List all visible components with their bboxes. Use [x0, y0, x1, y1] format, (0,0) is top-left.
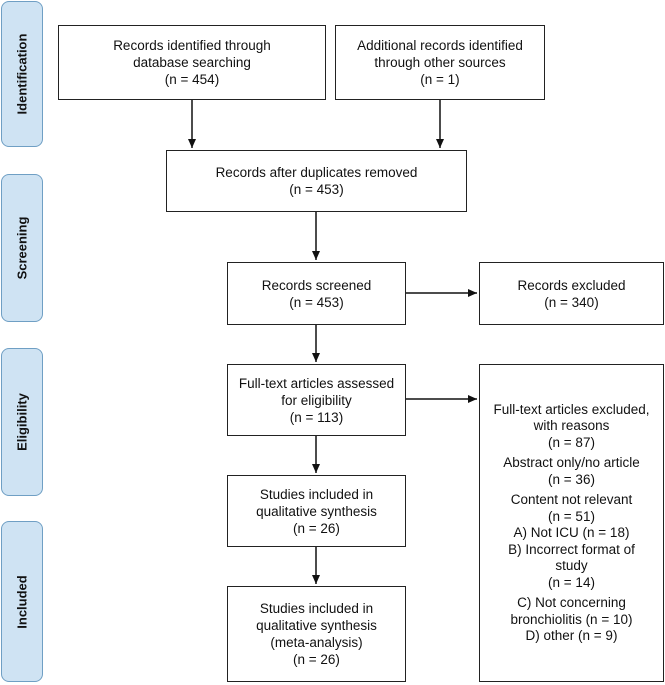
box-line: Records screened — [261, 277, 372, 293]
box-records-screened: Records screened (n = 453) — [227, 262, 406, 325]
box-line: (n = 113) — [289, 409, 344, 425]
phase-eligibility-label: Eligibility — [14, 393, 30, 451]
box-line: Content not relevant — [510, 492, 633, 507]
box-studies-meta-analysis: Studies included in qualitative synthesi… — [227, 586, 406, 682]
box-line: (n = 26) — [293, 652, 340, 667]
box-line: D) other (n = 9) — [525, 628, 618, 643]
box-line: (meta-analysis) — [270, 635, 363, 650]
box-records-excluded: Records excluded (n = 340) — [479, 262, 664, 325]
box-line: database searching — [133, 55, 251, 70]
box-studies-qualitative: Studies included in qualitative synthesi… — [227, 475, 406, 547]
box-line: (n = 453) — [289, 182, 344, 197]
phase-screening-label: Screening — [14, 216, 30, 280]
box-line: qualitative synthesis — [256, 503, 377, 519]
box-line: A) Not ICU (n = 18) — [513, 525, 630, 540]
phase-identification: Identification — [1, 1, 43, 147]
phase-included: Included — [1, 521, 43, 682]
box-line: through other sources — [374, 55, 506, 70]
phase-eligibility: Eligibility — [1, 348, 43, 496]
box-records-other-sources: Additional records identified through ot… — [335, 25, 545, 100]
box-line: Studies included in — [259, 486, 374, 502]
box-duplicates-removed: Records after duplicates removed (n = 45… — [166, 150, 467, 212]
box-line: (n = 36) — [548, 471, 595, 487]
phase-identification-label: Identification — [14, 33, 30, 115]
box-line: (n = 340) — [544, 294, 599, 310]
box-line: Full-text articles assessed — [238, 375, 395, 391]
box-fulltext-assessed: Full-text articles assessed for eligibil… — [227, 364, 406, 436]
box-line: (n = 1) — [420, 72, 460, 87]
box-line: Full-text articles excluded, — [493, 401, 650, 417]
box-line: Abstract only/no article — [503, 455, 640, 470]
box-line: (n = 14) — [548, 574, 595, 590]
box-line: (n = 454) — [164, 72, 220, 87]
box-line: C) Not concerning — [517, 595, 626, 610]
phase-screening: Screening — [1, 174, 43, 322]
box-line: Studies included in — [259, 601, 374, 616]
box-fulltext-excluded: Full-text articles excluded, with reason… — [479, 364, 664, 682]
box-line: (n = 453) — [289, 294, 344, 310]
box-line: B) Incorrect format of — [508, 541, 635, 557]
box-line: Records excluded — [517, 277, 626, 293]
box-line: (n = 87) — [548, 434, 595, 450]
phase-included-label: Included — [14, 574, 30, 629]
box-line: Records identified through — [113, 38, 271, 53]
box-line: (n = 51) — [548, 508, 595, 524]
box-line: (n = 26) — [293, 520, 340, 536]
box-line: with reasons — [533, 418, 610, 433]
box-line: bronchiolitis (n = 10) — [510, 611, 633, 627]
box-records-database: Records identified through database sear… — [58, 25, 326, 100]
box-line: Additional records identified — [357, 38, 523, 53]
box-line: qualitative synthesis — [256, 618, 377, 633]
box-line: Records after duplicates removed — [215, 165, 418, 180]
box-line: for eligibility — [281, 392, 352, 408]
box-line: study — [555, 558, 588, 573]
